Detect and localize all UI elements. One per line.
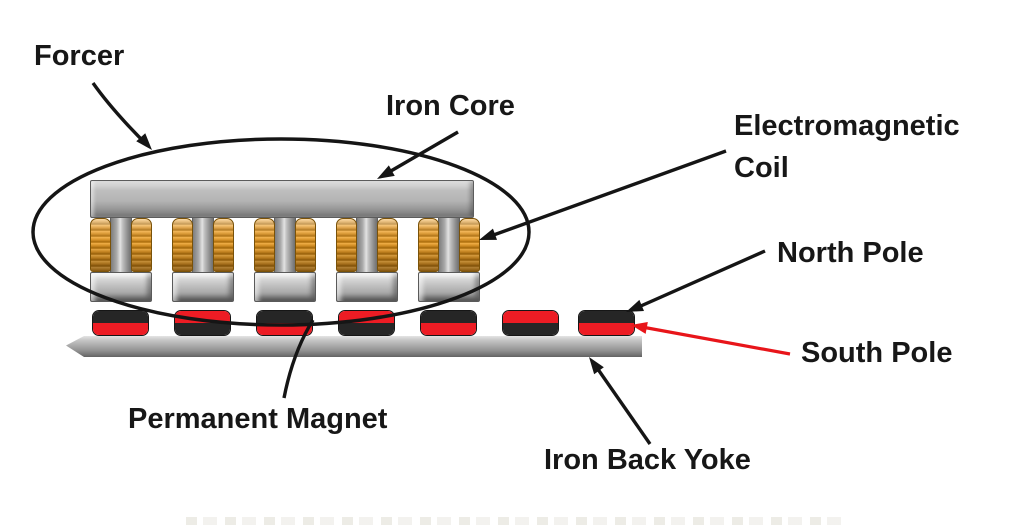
pole-shoe (418, 272, 480, 302)
magnet-bottom-layer (421, 323, 476, 335)
coil-unit (254, 218, 316, 302)
magnet-top-layer (579, 311, 634, 323)
magnet-bottom-layer (503, 323, 558, 335)
pole-shoe (336, 272, 398, 302)
magnet-top-layer (339, 311, 394, 323)
magnet-top-layer (175, 311, 230, 323)
iron-tooth (438, 218, 460, 274)
coil-winding-left (90, 218, 111, 272)
coil-unit (336, 218, 398, 302)
iron-core-label: Iron Core (386, 90, 515, 122)
pole-shoe (172, 272, 234, 302)
north-pole-arrow-line (633, 249, 766, 311)
magnet-south-up (338, 310, 395, 336)
coil-unit (418, 218, 480, 302)
coil-unit (172, 218, 234, 302)
electromagnetic-coil-label: Electromagnetic Coil (734, 105, 960, 189)
pole-shoe (254, 272, 316, 302)
forcer-arrow-line (91, 82, 149, 147)
magnet-bottom-layer (257, 323, 312, 335)
iron-back-yoke-arrow-line (593, 364, 652, 445)
iron-back-yoke-plate (66, 336, 642, 357)
magnet-top-layer (93, 311, 148, 323)
magnet-top-layer (421, 311, 476, 323)
coil-winding-right (295, 218, 316, 272)
coil-winding-left (172, 218, 193, 272)
coil-winding-right (131, 218, 152, 272)
coil-winding-right (459, 218, 480, 272)
iron-tooth (274, 218, 296, 274)
magnet-north-up (256, 310, 313, 336)
iron-core-bar (90, 180, 474, 218)
south-pole-arrow-line (641, 325, 791, 356)
magnet-south-up (174, 310, 231, 336)
coil-unit (90, 218, 152, 302)
coil-winding-right (213, 218, 234, 272)
iron-tooth (192, 218, 214, 274)
forcer-arrowhead (136, 133, 152, 150)
cut-off-caption-fragment (186, 517, 842, 525)
coil-winding-left (336, 218, 357, 272)
magnet-south-up (502, 310, 559, 336)
coil-winding-left (418, 218, 439, 272)
magnet-north-up (92, 310, 149, 336)
electromagnetic-coil-label-line1: Electromagnetic (734, 110, 960, 142)
coil-winding-left (254, 218, 275, 272)
magnet-bottom-layer (93, 323, 148, 335)
iron-back-yoke-label: Iron Back Yoke (544, 444, 751, 476)
magnet-bottom-layer (579, 323, 634, 335)
magnet-top-layer (503, 311, 558, 323)
magnet-bottom-layer (339, 323, 394, 335)
south-pole-label: South Pole (801, 337, 953, 369)
pole-shoe (90, 272, 152, 302)
north-pole-label: North Pole (777, 237, 924, 269)
magnet-north-up (578, 310, 635, 336)
magnet-bottom-layer (175, 323, 230, 335)
forcer-label: Forcer (34, 40, 125, 72)
iron-tooth (110, 218, 132, 274)
electromagnetic-coil-label-line2: Coil (734, 152, 789, 185)
iron-core-arrow-line (383, 130, 459, 177)
iron-tooth (356, 218, 378, 274)
magnet-top-layer (257, 311, 312, 323)
coil-arrow-line (487, 149, 727, 239)
magnet-north-up (420, 310, 477, 336)
permanent-magnet-label: Permanent Magnet (128, 403, 388, 435)
coil-winding-right (377, 218, 398, 272)
